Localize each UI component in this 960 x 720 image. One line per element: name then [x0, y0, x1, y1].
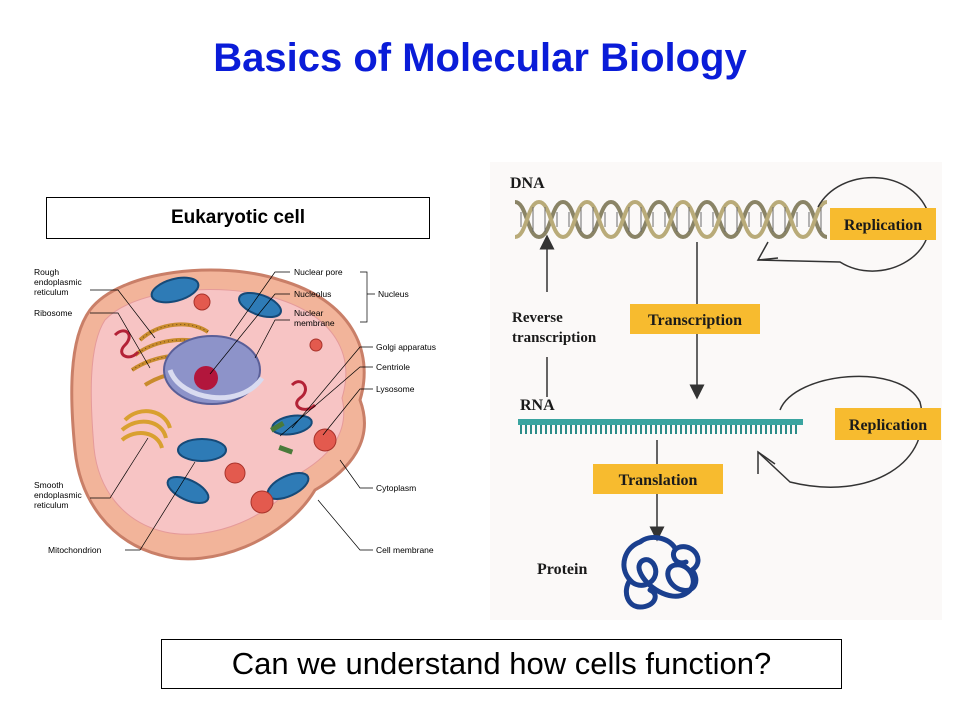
rough-er: [130, 322, 211, 387]
label-rough-er: Rough endoplasmic reticulum: [34, 267, 84, 297]
transcription-label: Transcription: [648, 312, 742, 329]
question-box: Can we understand how cells function?: [161, 639, 842, 689]
central-dogma-diagram: DNA Replication Replication Transcriptio…: [490, 162, 942, 620]
eukaryotic-cell-diagram: Rough endoplasmic reticulum Ribosome Smo…: [34, 267, 436, 561]
replication-dna-label: Replication: [844, 217, 922, 234]
label-cell-membrane: Cell membrane: [376, 545, 434, 555]
replication-dna-box: [830, 208, 936, 240]
reverse-transcription-label: Reverse transcription: [512, 310, 597, 346]
page-title: Basics of Molecular Biology: [213, 36, 747, 80]
replication-rna-box: [835, 408, 941, 440]
label-nuclear-pore: Nuclear pore: [294, 267, 343, 277]
dna-helix: [514, 199, 828, 240]
centriole: [270, 421, 294, 455]
label-nuclear-membrane: Nuclear membrane: [294, 308, 335, 328]
replication-rna-label: Replication: [849, 417, 927, 434]
rna-strand: [518, 419, 803, 434]
nuclear-membrane: [167, 368, 265, 401]
golgi-apparatus: [120, 409, 172, 449]
label-nucleolus: Nucleolus: [294, 289, 331, 299]
label-cytoplasm: Cytoplasm: [376, 483, 416, 493]
nucleolus: [194, 366, 218, 390]
label-golgi: Golgi apparatus: [376, 342, 436, 352]
smooth-er: [113, 329, 317, 411]
translation-label: Translation: [619, 472, 698, 489]
label-lysosome: Lysosome: [376, 384, 415, 394]
cell-heading: Eukaryotic cell: [46, 197, 430, 239]
rna-replication-loop: [757, 375, 923, 488]
protein-label: Protein: [537, 561, 587, 578]
transcription-box: [630, 304, 760, 334]
label-mitochondrion: Mitochondrion: [48, 545, 102, 555]
dna-label: DNA: [510, 175, 545, 192]
mitochondria: [150, 276, 313, 504]
label-nucleus: Nucleus: [378, 289, 409, 299]
lysosomes: [193, 293, 337, 514]
rna-label: RNA: [520, 397, 555, 414]
label-smooth-er: Smooth endoplasmic reticulum: [34, 480, 84, 510]
protein-icon: [621, 534, 701, 610]
translation-box: [593, 464, 723, 494]
label-centriole: Centriole: [376, 362, 410, 372]
label-ribosome: Ribosome: [34, 308, 73, 318]
